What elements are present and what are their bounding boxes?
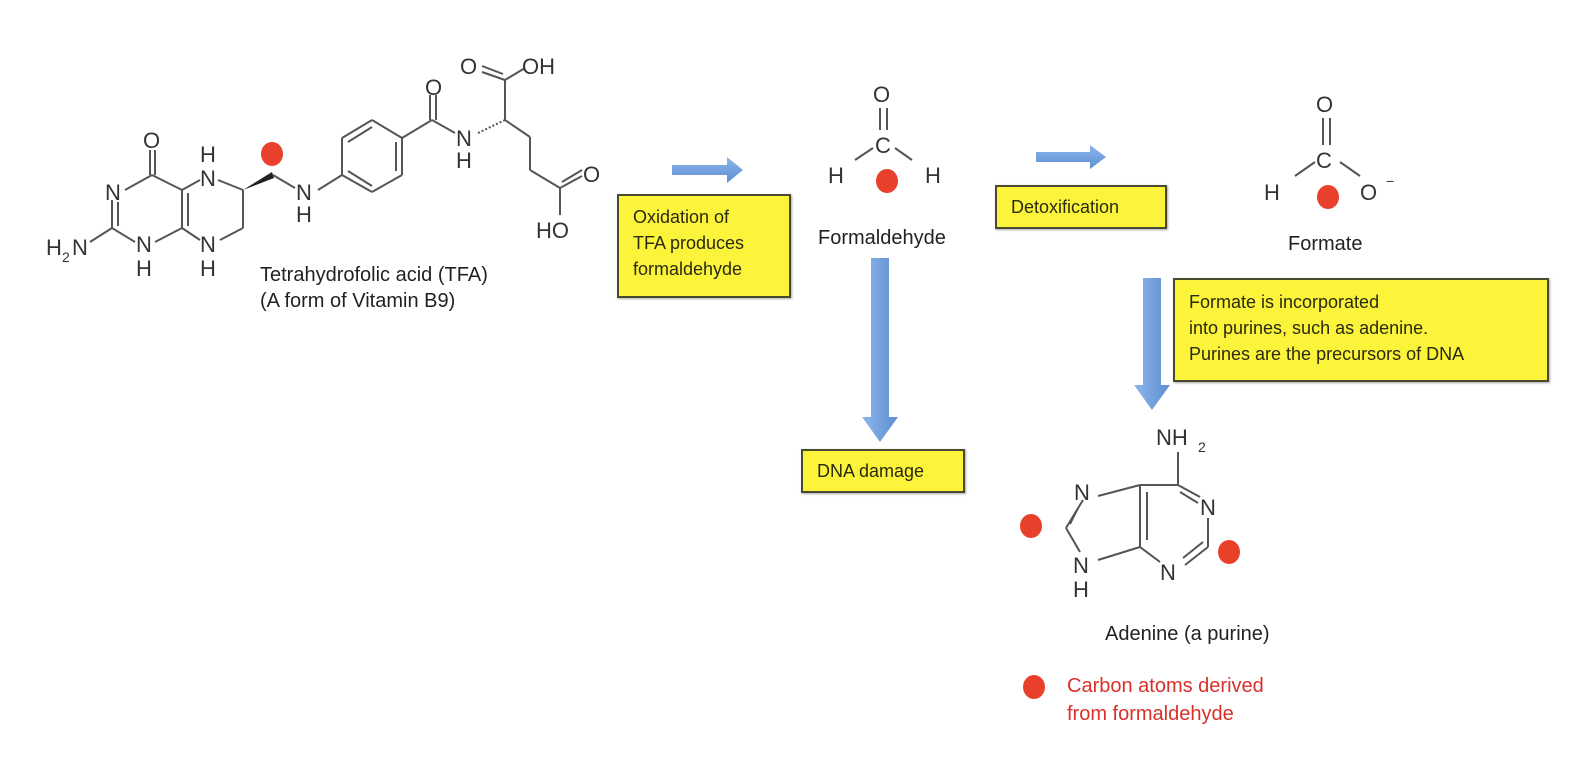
incorporation-line: into purines, such as adenine.	[1189, 318, 1429, 338]
tfa-structure: O N H 2 N N H N H H N N H O N H O OH O H…	[46, 54, 600, 281]
dna-damage-text: DNA damage	[817, 461, 925, 481]
atom-subscript: 2	[1198, 439, 1206, 455]
formaldehyde-structure: O C H H	[828, 82, 941, 193]
carbon-marker-dot	[876, 169, 898, 193]
atom-h: H	[200, 142, 216, 167]
detoxification-box: Detoxification	[995, 185, 1167, 229]
atom-oh: OH	[522, 54, 555, 79]
atom-n: N	[1073, 553, 1089, 578]
tfa-name: Tetrahydrofolic acid (TFA)	[260, 264, 488, 286]
formaldehyde-label: Formaldehyde	[818, 227, 946, 249]
atom-h: H	[1073, 577, 1089, 602]
atom-n: N	[1160, 560, 1176, 585]
atom-o: O	[873, 82, 890, 107]
atom-o: O	[583, 162, 600, 187]
atom-h: H	[456, 148, 472, 173]
atom-h: H	[828, 163, 844, 188]
legend-line: from formaldehyde	[1067, 703, 1234, 725]
atom-o: O	[1316, 92, 1333, 117]
atom-o: O	[460, 54, 477, 79]
atom-n: N	[1200, 495, 1216, 520]
formate-label: Formate	[1288, 233, 1363, 255]
atom-h: H	[136, 256, 152, 281]
tfa-subtitle: (A form of Vitamin B9)	[260, 290, 456, 312]
carbon-marker-dot	[1020, 514, 1042, 538]
atom-h: H	[46, 235, 62, 260]
atom-o: O	[425, 75, 442, 100]
atom-subscript: 2	[62, 249, 70, 265]
incorporation-line: Purines are the precursors of DNA	[1189, 344, 1465, 364]
atom-n: N	[200, 166, 216, 191]
atom-h: H	[296, 202, 312, 227]
adenine-label: Adenine (a purine)	[1105, 623, 1270, 645]
charge-minus: −	[1386, 173, 1394, 189]
atom-n: N	[296, 180, 312, 205]
incorporation-line: Formate is incorporated	[1189, 292, 1380, 312]
atom-n: N	[72, 235, 88, 260]
atom-n: N	[1074, 480, 1090, 505]
adenine-structure: NH 2 N N N H N	[1020, 425, 1240, 602]
tfa-label: Tetrahydrofolic acid (TFA) (A form of Vi…	[260, 262, 488, 314]
atom-ho: HO	[536, 218, 569, 243]
carbon-marker-dot	[1317, 185, 1339, 209]
arrow-detox	[1036, 145, 1106, 169]
carbon-marker-dot	[261, 142, 283, 166]
formate-structure: O C H O −	[1264, 92, 1394, 209]
oxidation-line: formaldehyde	[633, 259, 743, 279]
carbon-marker-dot	[1218, 540, 1240, 564]
atom-h: H	[1264, 180, 1280, 205]
incorporation-box: Formate is incorporated into purines, su…	[1173, 278, 1549, 382]
oxidation-box: Oxidation of TFA produces formaldehyde	[617, 194, 791, 298]
detoxification-text: Detoxification	[1011, 197, 1120, 217]
atom-n: N	[105, 180, 121, 205]
dna-damage-box: DNA damage	[801, 449, 965, 493]
atom-c: C	[1316, 148, 1332, 173]
oxidation-line: Oxidation of	[633, 207, 730, 227]
atom-o: O	[1360, 180, 1377, 205]
atom-n: N	[136, 232, 152, 257]
atom-n: N	[200, 232, 216, 257]
atom-n: N	[456, 126, 472, 151]
legend-line: Carbon atoms derived	[1067, 675, 1264, 697]
atom-h: H	[925, 163, 941, 188]
atom-nh: NH	[1156, 425, 1188, 450]
arrow-oxidation	[672, 157, 743, 183]
arrow-dna-damage	[862, 258, 898, 442]
arrow-incorporation	[1134, 278, 1170, 410]
atom-h: H	[200, 256, 216, 281]
legend-marker-dot	[1023, 675, 1045, 699]
atom-o: O	[143, 128, 160, 153]
legend: Carbon atoms derived from formaldehyde	[1067, 672, 1264, 728]
atom-c: C	[875, 133, 891, 158]
oxidation-line: TFA produces	[633, 233, 745, 253]
